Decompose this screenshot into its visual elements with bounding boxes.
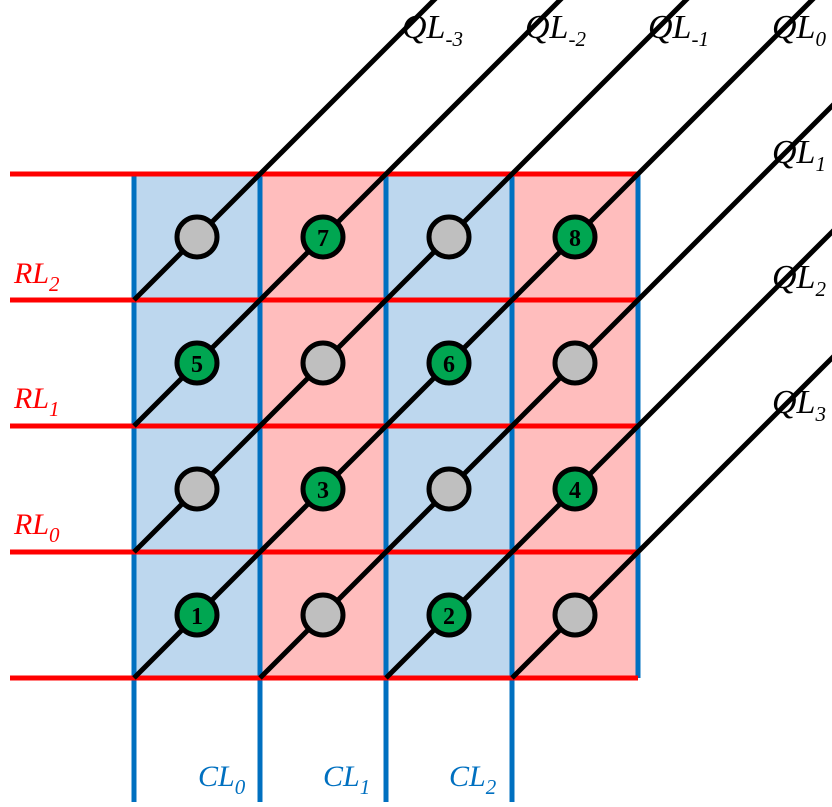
row-line-label: RL0 — [13, 508, 60, 547]
active-node: 5 — [174, 340, 220, 386]
query-line-label: QL1 — [772, 134, 826, 176]
row-line-label-base: RL — [13, 508, 49, 541]
query-line-label-subscript: 3 — [814, 402, 826, 426]
column-line-label-base: CL — [198, 760, 235, 793]
query-line-label-subscript: -1 — [691, 27, 709, 51]
inactive-node — [300, 592, 346, 638]
active-node-circle — [426, 340, 472, 386]
column-line-label-subscript: 0 — [235, 775, 246, 799]
active-node: 4 — [552, 466, 598, 512]
column-line-label-base: CL — [323, 760, 360, 793]
column-line-label-subscript: 1 — [360, 775, 371, 799]
query-line-label-base: QL — [402, 9, 445, 46]
row-lines — [10, 171, 638, 681]
row-line-label-base: RL — [13, 257, 49, 290]
row-line-label-subscript: 1 — [49, 397, 60, 421]
active-node: 2 — [426, 592, 472, 638]
query-line-label: QL2 — [772, 259, 826, 301]
query-line-label-subscript: -3 — [445, 27, 463, 51]
inactive-node — [174, 466, 220, 512]
query-line-0 — [132, 0, 816, 680]
column-line-label: CL2 — [449, 760, 497, 799]
inactive-node — [426, 466, 472, 512]
active-node-circle — [426, 592, 472, 638]
inactive-node — [174, 214, 220, 260]
node-number: 8 — [569, 226, 581, 252]
active-node: 6 — [426, 340, 472, 386]
active-node-circle — [174, 340, 220, 386]
row-line-label: RL1 — [13, 382, 60, 421]
row-line-label-base: RL — [13, 382, 49, 415]
inactive-node-circle — [552, 340, 598, 386]
node-number: 2 — [443, 604, 455, 630]
inactive-node — [300, 340, 346, 386]
inactive-node-circle — [426, 214, 472, 260]
query-line-label: QL3 — [772, 384, 826, 426]
inactive-node-circle — [174, 214, 220, 260]
query-line-label-subscript: 2 — [815, 277, 826, 301]
node-number: 6 — [443, 352, 455, 378]
query-line-label-subscript: -2 — [568, 27, 586, 51]
query-line-label-base: QL — [772, 134, 815, 171]
column-line-label-subscript: 2 — [486, 775, 497, 799]
node-number: 4 — [569, 478, 581, 504]
active-node-circle — [300, 466, 346, 512]
active-node-circle — [552, 214, 598, 260]
node-number: 1 — [191, 604, 203, 630]
inactive-node-circle — [426, 466, 472, 512]
row-line-label-subscript: 0 — [49, 523, 60, 547]
query-line-label-base: QL — [772, 259, 815, 296]
query-line-label: QL-1 — [648, 9, 709, 51]
column-line-label: CL0 — [198, 760, 246, 799]
active-node-circle — [174, 592, 220, 638]
grid-nodes: 7 8 5 6 3 4 1 2 — [174, 214, 598, 638]
inactive-node-circle — [300, 592, 346, 638]
inactive-node — [426, 214, 472, 260]
query-line-label: QL-3 — [402, 9, 463, 51]
active-node: 7 — [300, 214, 346, 260]
node-number: 3 — [317, 478, 329, 504]
inactive-node-circle — [174, 466, 220, 512]
active-node: 1 — [174, 592, 220, 638]
column-line-label: CL1 — [323, 760, 370, 799]
active-node-circle — [552, 466, 598, 512]
query-line-label-subscript: 1 — [815, 152, 826, 176]
inactive-node-circle — [552, 592, 598, 638]
inactive-node — [552, 592, 598, 638]
active-node: 8 — [552, 214, 598, 260]
query-line-label: QL0 — [772, 9, 826, 51]
query-line-label: QL-2 — [525, 9, 586, 51]
query-line-label-subscript: 0 — [815, 27, 826, 51]
query-line-m2 — [384, 228, 832, 680]
active-node: 3 — [300, 466, 346, 512]
query-line-label-base: QL — [525, 9, 568, 46]
query-line-label-base: QL — [772, 9, 815, 46]
row-line-label: RL2 — [13, 257, 60, 296]
node-number: 5 — [191, 352, 203, 378]
inactive-node-circle — [300, 340, 346, 386]
column-line-label-base: CL — [449, 760, 486, 793]
active-node-circle — [300, 214, 346, 260]
node-number: 7 — [317, 226, 329, 252]
row-line-label-subscript: 2 — [49, 272, 60, 296]
query-line-label-base: QL — [648, 9, 691, 46]
inactive-node — [552, 340, 598, 386]
query-line-label-base: QL — [772, 384, 815, 421]
query-line-2 — [132, 0, 564, 428]
